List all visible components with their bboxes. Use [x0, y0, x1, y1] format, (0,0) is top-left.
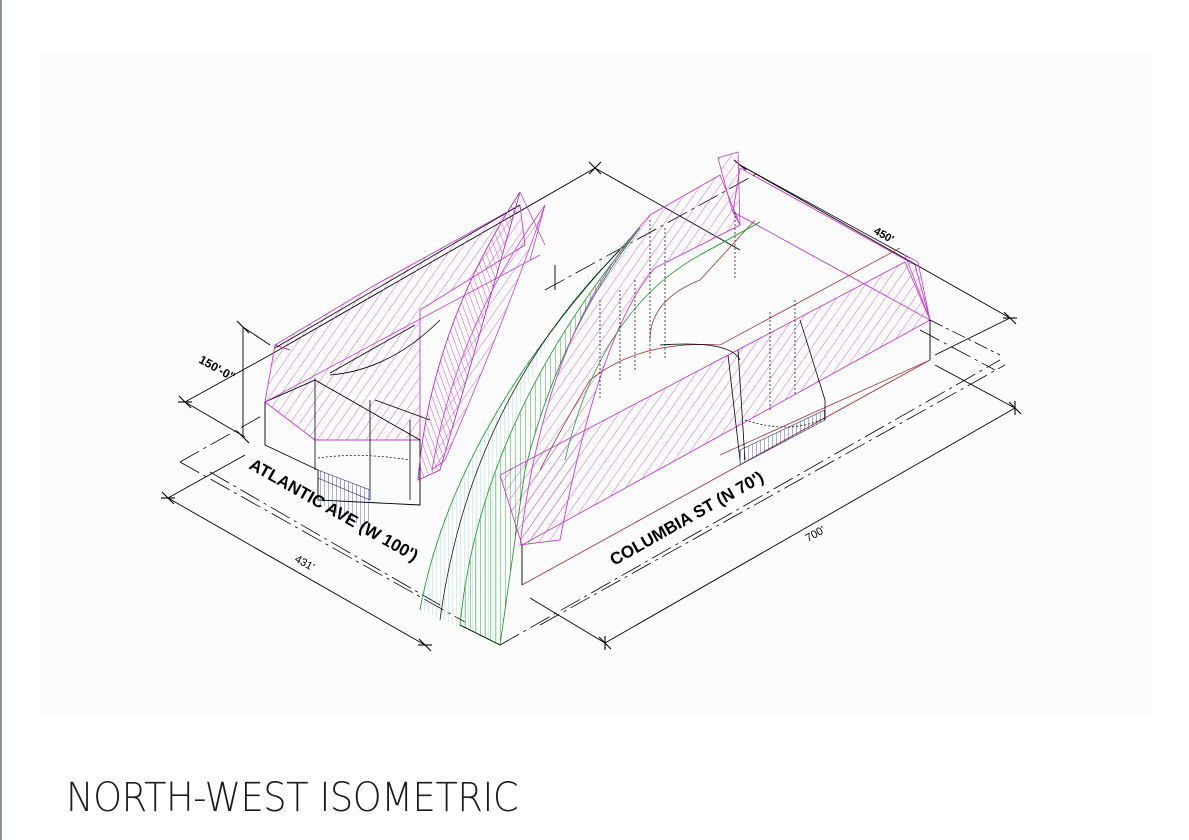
dimension-atlantic-label: 431' — [293, 553, 317, 574]
page-left-border — [0, 0, 2, 840]
dimension-height-label: 150'-0" — [197, 352, 238, 384]
drawing-panel: ATLANTIC AVE (W 100') COLUMBIA ST (N 70'… — [40, 52, 1152, 716]
dimension-lines — [161, 159, 1022, 652]
drawing-title: NORTH-WEST ISOMETRIC — [66, 775, 519, 821]
street-label-atlantic: ATLANTIC AVE (W 100') — [246, 455, 421, 565]
left-building-mass — [264, 191, 556, 531]
right-building-mass — [499, 151, 1001, 586]
